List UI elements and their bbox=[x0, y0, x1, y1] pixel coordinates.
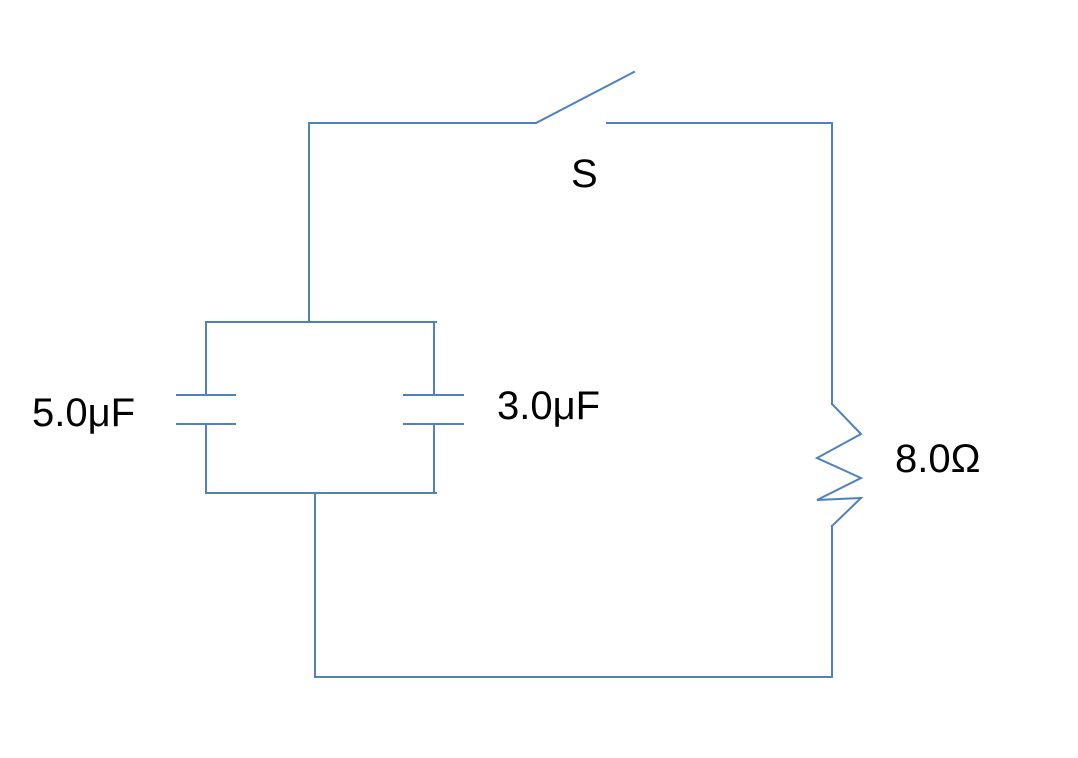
capacitor-left-label: 5.0μF bbox=[32, 391, 135, 435]
capacitor-bank bbox=[176, 321, 464, 494]
capacitor-left bbox=[176, 321, 236, 494]
capacitor-right-label: 3.0μF bbox=[497, 384, 600, 428]
top-wire bbox=[308, 70, 833, 405]
switch-lever bbox=[534, 70, 636, 125]
resistor-label: 8.0Ω bbox=[895, 437, 981, 481]
top-right-wire bbox=[606, 122, 833, 405]
top-left-wire bbox=[308, 122, 537, 323]
resistor-zigzag bbox=[814, 402, 864, 528]
bottom-wire bbox=[314, 492, 833, 678]
switch-label: S bbox=[571, 152, 598, 196]
capacitor-right bbox=[403, 321, 464, 494]
